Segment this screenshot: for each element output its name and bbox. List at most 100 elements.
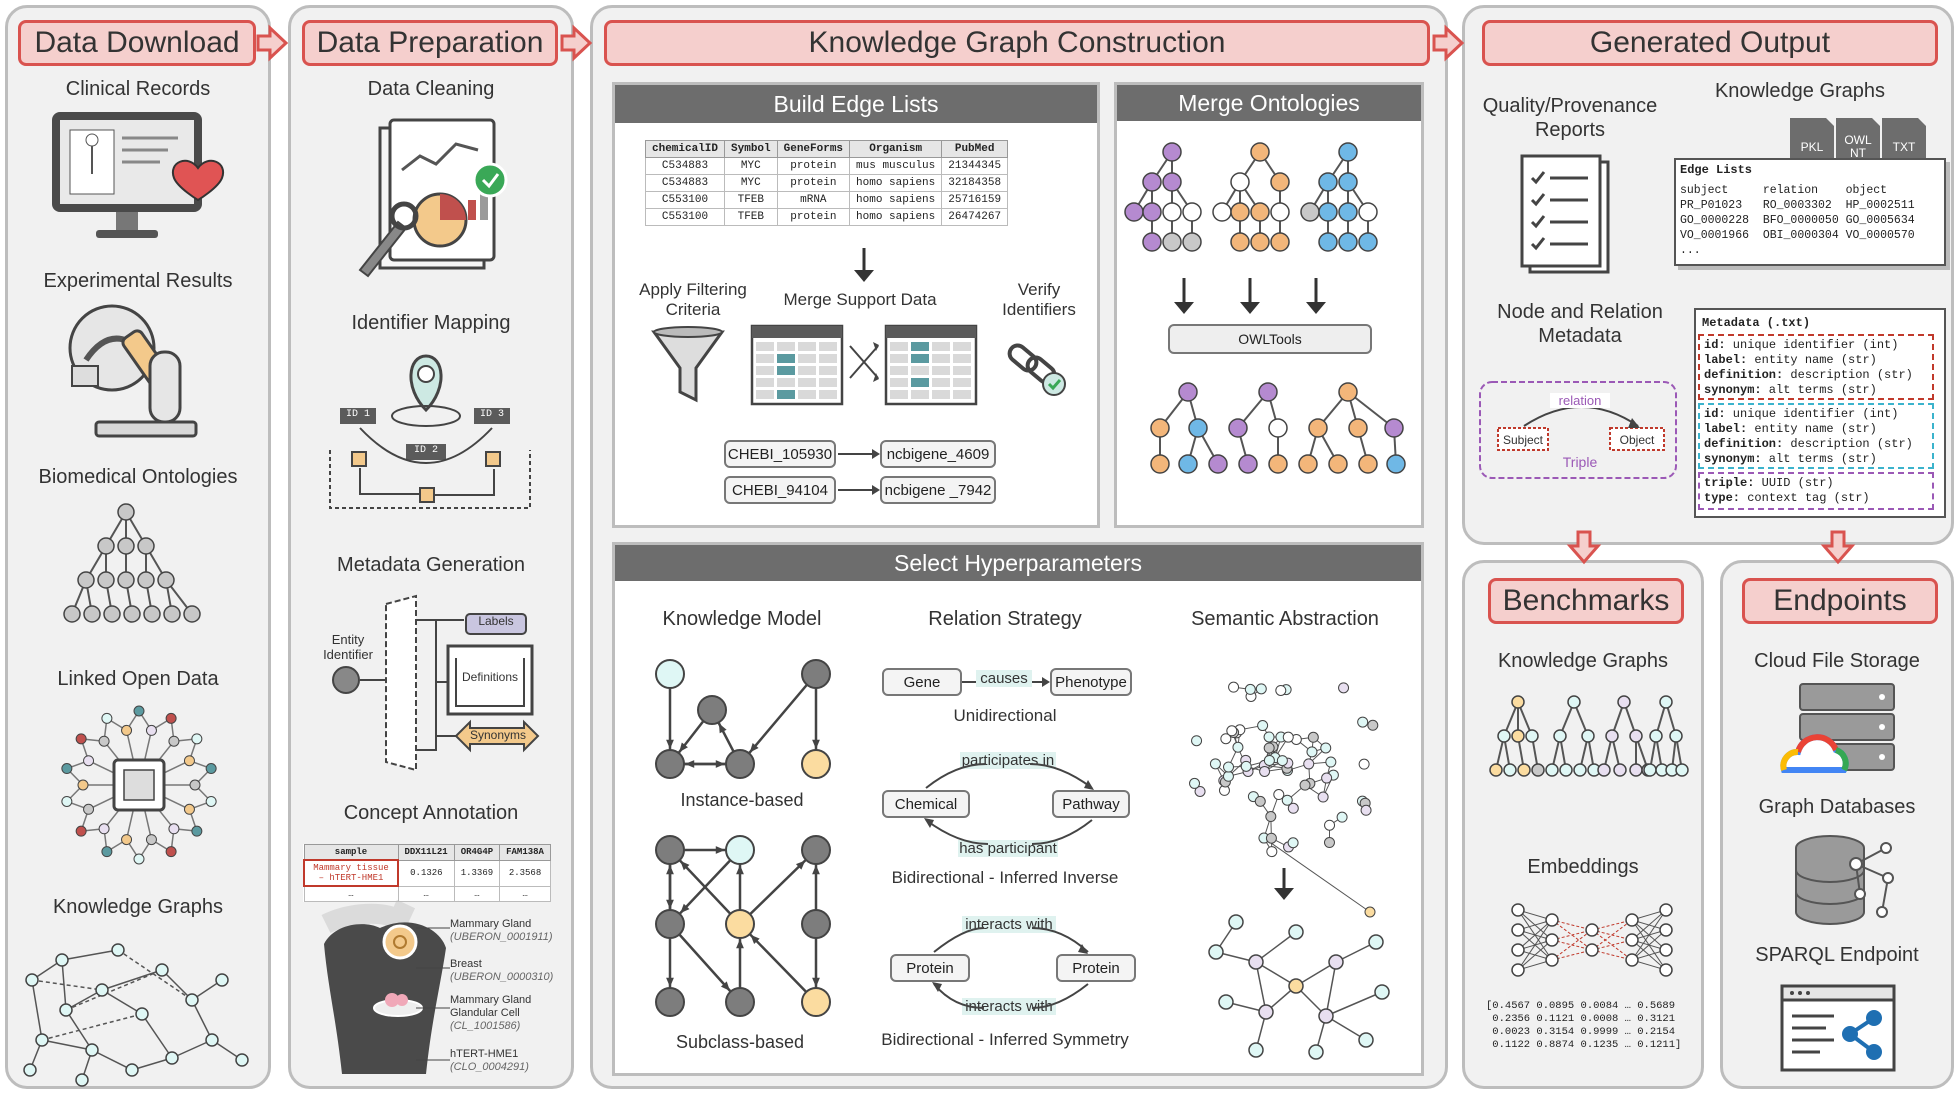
- tree-node: [1525, 729, 1539, 743]
- dense-edge: [1263, 837, 1371, 913]
- unidirectional-arrow: [962, 677, 1050, 687]
- edge-table-cell: 26474267: [941, 208, 1009, 226]
- edge-table-cell: protein: [776, 157, 851, 175]
- dense-node: [1266, 846, 1278, 858]
- chip-core: [123, 769, 155, 801]
- term-name: Mammary Gland Glandular Cell: [450, 994, 532, 1019]
- data-cleaning-document-icon: [358, 118, 508, 278]
- annotation-header: sample: [303, 844, 399, 861]
- clinical-records-label: Clinical Records: [65, 78, 211, 100]
- dense-node: [1276, 755, 1288, 767]
- abstract-node: [1358, 1032, 1374, 1048]
- tree-node: [1230, 202, 1250, 222]
- dense-graph: [1189, 681, 1379, 918]
- cloud-storage-icon: [1780, 683, 1895, 773]
- graph-arrowhead: [666, 977, 674, 987]
- graph-arrowhead: [812, 865, 820, 875]
- lod-node: [61, 763, 73, 775]
- dense-node: [1265, 811, 1277, 823]
- tree-node: [1659, 695, 1673, 709]
- graph-arrowhead: [736, 865, 744, 875]
- tree-node: [97, 571, 115, 589]
- tree-node: [1338, 382, 1358, 402]
- tree-node: [1545, 763, 1559, 777]
- term-name: hTERT-HME1: [450, 1048, 519, 1060]
- tree-node: [1617, 695, 1631, 709]
- lod-node: [75, 733, 87, 745]
- kg-edge: [91, 1049, 133, 1071]
- kg-node: [25, 973, 39, 987]
- dense-node: [1254, 795, 1266, 807]
- kg-node: [95, 983, 109, 997]
- dense-node: [1282, 731, 1294, 743]
- nn-edge: [1591, 919, 1633, 951]
- checklist-icon: [1520, 154, 1610, 274]
- metadata-field: id: unique identifier (int): [1704, 338, 1899, 352]
- dense-node: [1281, 794, 1293, 806]
- kg-edge: [161, 969, 193, 1001]
- metadata-generation-label: Metadata Generation: [337, 554, 525, 576]
- instance-based-label: Instance-based: [680, 790, 804, 810]
- interacts-with-bottom-label: interacts with: [962, 998, 1056, 1015]
- dense-node: [1228, 681, 1240, 693]
- quality-reports-label: Quality/Provenance Reports: [1482, 95, 1658, 141]
- merge-support-label: Merge Support Data: [783, 290, 937, 309]
- kg-edge: [101, 989, 143, 1015]
- graph-arrowhead: [685, 760, 695, 768]
- chain-link-check-icon: [1007, 343, 1066, 396]
- nn-node: [1659, 903, 1673, 917]
- graph-arrowhead: [679, 742, 688, 753]
- annotation-table: sample DDX11L21 OR4G4P FAM138A Mammary t…: [303, 844, 551, 902]
- metadata-generation-diagram: [332, 594, 540, 772]
- term-mammary-gland: Mammary Gland (UBERON_0001911): [450, 918, 553, 944]
- kg-edge: [31, 979, 43, 1041]
- relation-strategy-label: Relation Strategy: [928, 608, 1082, 630]
- annotation-cell: …: [499, 885, 551, 902]
- txt-format: TXT: [1892, 140, 1916, 154]
- node-relation-metadata-label: Node and Relation Metadata: [1497, 301, 1663, 347]
- kg-dashed-edge: [65, 969, 163, 1011]
- identifier-mapping-diagram: [329, 354, 531, 509]
- phenotype-node: Phenotype: [1050, 668, 1132, 696]
- abstract-node: [1248, 954, 1264, 970]
- edge-table-header: Symbol: [724, 140, 778, 158]
- metadata-box: [1694, 308, 1946, 518]
- lod-node: [165, 712, 177, 724]
- tree-node: [1559, 763, 1573, 777]
- nn-edge: [1551, 939, 1593, 951]
- merge-down-arrow: [1306, 278, 1326, 314]
- metadata-field: label: entity name (str): [1704, 353, 1877, 367]
- dense-node: [1338, 682, 1350, 694]
- abstract-edge: [1295, 961, 1337, 987]
- term-htert: hTERT-HME1 (CLO_0004291): [450, 1048, 529, 1074]
- subclass-based-graph: [655, 835, 831, 1017]
- dense-node: [1323, 837, 1335, 849]
- tree-node: [1250, 142, 1270, 162]
- lod-node: [189, 779, 201, 791]
- graph-node: [725, 835, 755, 865]
- tree-node: [1300, 202, 1320, 222]
- tree-node: [1268, 454, 1288, 474]
- lod-node: [61, 795, 73, 807]
- dense-node: [1367, 719, 1379, 731]
- lod-node: [121, 834, 133, 846]
- graph-arrowhead: [795, 860, 806, 870]
- knowledge-model-label: Knowledge Model: [662, 608, 822, 630]
- dense-node: [1364, 906, 1376, 918]
- chebi-id-1: CHEBI_105930: [724, 440, 836, 468]
- graph-node: [655, 909, 685, 939]
- dense-node: [1257, 720, 1269, 732]
- graph-node: [801, 909, 831, 939]
- tree-node: [117, 571, 135, 589]
- benchmarks-panel: [1462, 560, 1704, 1089]
- tree-node: [1308, 418, 1328, 438]
- lod-node: [83, 803, 95, 815]
- tree-node: [1573, 763, 1587, 777]
- dense-node: [1194, 785, 1206, 797]
- abstract-node: [1368, 934, 1384, 950]
- id3-label: ID 3: [479, 409, 504, 420]
- abstract-edge: [1255, 931, 1297, 963]
- lod-node: [145, 834, 157, 846]
- arrow-4: [1566, 530, 1602, 565]
